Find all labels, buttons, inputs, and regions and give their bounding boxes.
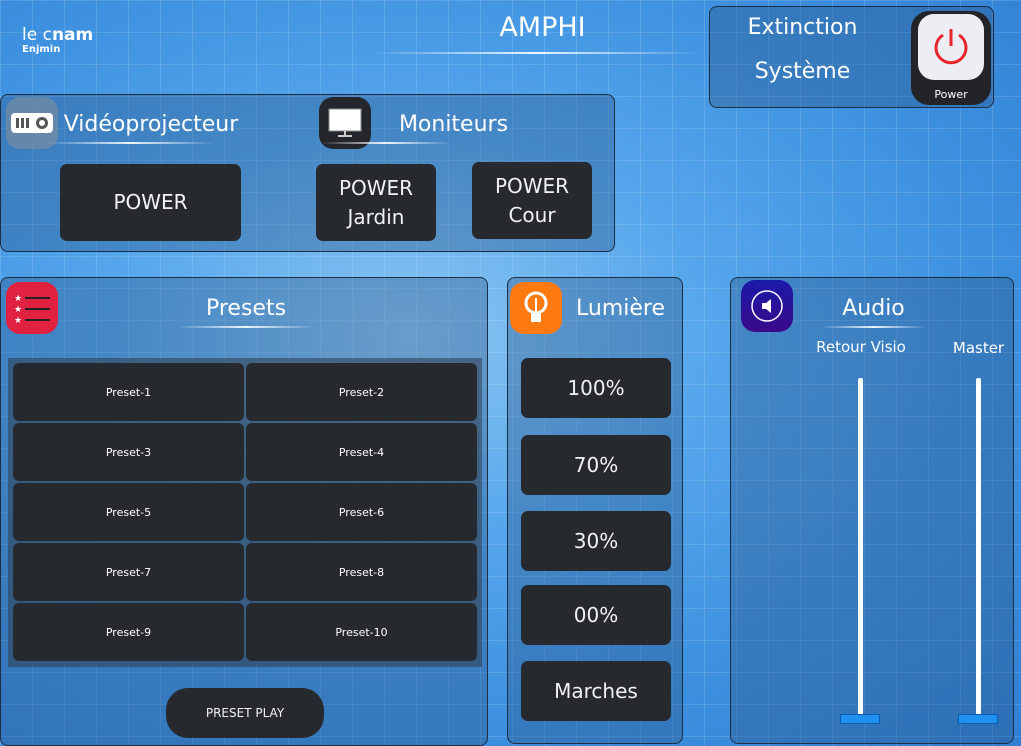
retour-visio-slider[interactable]	[858, 378, 863, 718]
light-marches-button[interactable]: Marches	[521, 661, 671, 721]
speaker-icon	[741, 280, 793, 332]
monitors-underline	[321, 142, 451, 144]
preset-3-button[interactable]: Preset-3	[13, 423, 244, 481]
presets-panel: ★★★ Presets Preset-1 Preset-2 Preset-3 P…	[0, 277, 488, 746]
logo: le cnam Enjmin	[22, 26, 93, 55]
title-underline	[370, 52, 700, 54]
light-title: Lumière	[576, 296, 665, 321]
retour-visio-label: Retour Visio	[816, 338, 906, 356]
master-slider-thumb[interactable]	[958, 714, 998, 724]
projector-icon	[6, 97, 58, 149]
preset-play-button[interactable]: PRESET PLAY	[166, 688, 324, 738]
button-label: Cour	[508, 202, 556, 227]
presets-title: Presets	[205, 296, 287, 321]
power-label: Power	[934, 88, 968, 101]
button-label: Jardin	[347, 204, 405, 229]
preset-8-button[interactable]: Preset-8	[246, 543, 477, 601]
audio-title: Audio	[842, 296, 905, 321]
preset-5-button[interactable]: Preset-5	[13, 483, 244, 541]
audio-panel: Audio Retour Visio Master	[730, 277, 1014, 744]
light-70-button[interactable]: 70%	[521, 435, 671, 495]
system-label-1: Extinction	[747, 15, 858, 40]
projector-title: Vidéoprojecteur	[63, 112, 239, 137]
logo-subtitle: Enjmin	[22, 44, 61, 55]
preset-9-button[interactable]: Preset-9	[13, 603, 244, 661]
preset-6-button[interactable]: Preset-6	[246, 483, 477, 541]
monitors-title: Moniteurs	[398, 112, 509, 137]
light-30-button[interactable]: 30%	[521, 511, 671, 571]
presets-grid: Preset-1 Preset-2 Preset-3 Preset-4 Pres…	[8, 358, 482, 667]
audio-underline	[821, 326, 926, 328]
devices-panel: Vidéoprojecteur POWER Moniteurs POWER Jar…	[0, 94, 615, 252]
projector-underline	[46, 142, 216, 144]
master-label: Master	[952, 339, 1005, 357]
light-panel: Lumière 100% 70% 30% 00% Marches	[507, 277, 683, 744]
page-title: AMPHI	[499, 12, 586, 43]
system-label-2: Système	[754, 59, 851, 84]
button-label: POWER	[494, 173, 570, 198]
retour-visio-slider-thumb[interactable]	[840, 714, 880, 724]
svg-text:★: ★	[14, 294, 22, 304]
monitor-icon	[319, 97, 371, 149]
monitor-jardin-power-button[interactable]: POWER Jardin	[316, 164, 436, 241]
button-label: POWER	[338, 175, 414, 200]
presets-underline	[176, 326, 316, 328]
logo-text-bold: nam	[51, 25, 94, 45]
preset-7-button[interactable]: Preset-7	[13, 543, 244, 601]
logo-text-light: le c	[22, 25, 52, 45]
system-panel: Extinction Système Power	[709, 6, 994, 108]
lightbulb-icon	[510, 282, 562, 334]
preset-10-button[interactable]: Preset-10	[246, 603, 477, 661]
light-100-button[interactable]: 100%	[521, 358, 671, 418]
preset-4-button[interactable]: Preset-4	[246, 423, 477, 481]
system-power-button[interactable]: Power	[911, 11, 991, 105]
monitor-cour-power-button[interactable]: POWER Cour	[472, 162, 592, 239]
master-slider[interactable]	[976, 378, 981, 718]
projector-power-button[interactable]: POWER	[60, 164, 241, 241]
svg-text:★: ★	[14, 305, 22, 315]
svg-text:★: ★	[14, 316, 22, 325]
power-icon	[918, 14, 984, 80]
preset-1-button[interactable]: Preset-1	[13, 363, 244, 421]
light-00-button[interactable]: 00%	[521, 585, 671, 645]
presets-list-icon: ★★★	[6, 282, 58, 334]
preset-2-button[interactable]: Preset-2	[246, 363, 477, 421]
